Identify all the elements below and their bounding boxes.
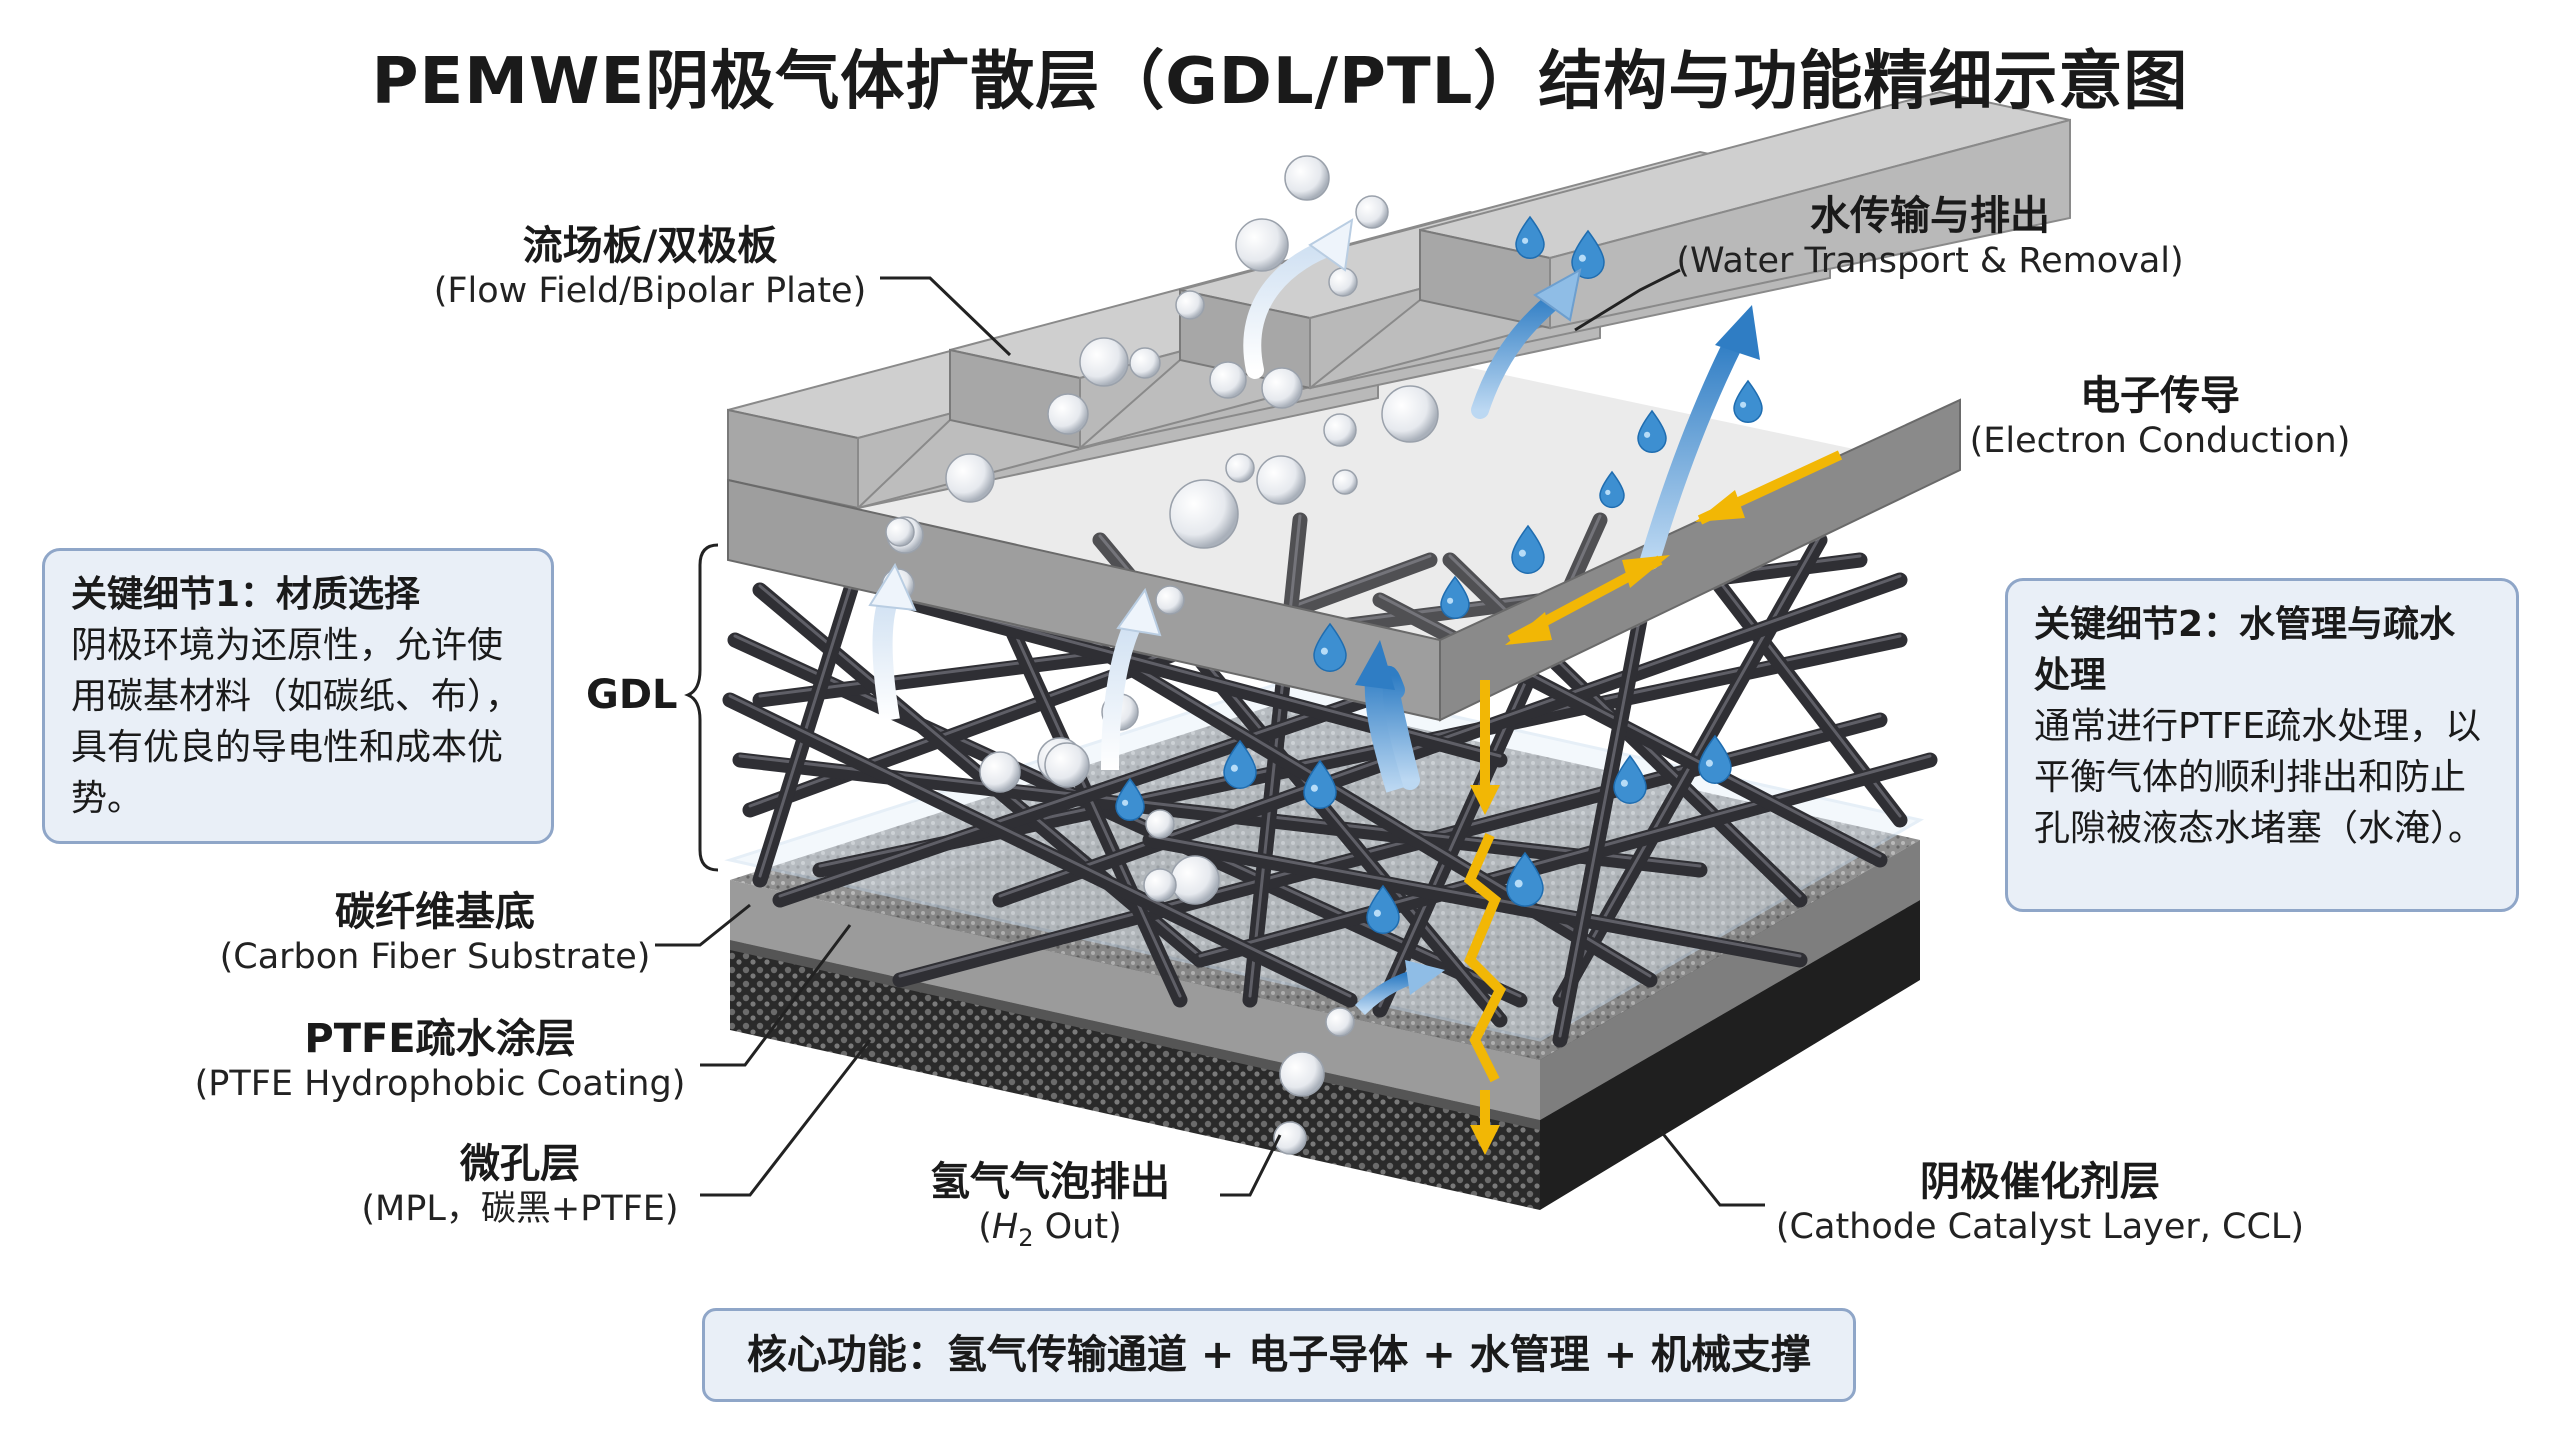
water-droplet-highlight: [1605, 489, 1611, 496]
label-water-transport: 水传输与排出 (Water Transport & Removal): [1676, 193, 2184, 281]
water-droplet-highlight: [1644, 431, 1651, 438]
hydrogen-bubble: [1225, 453, 1255, 483]
hydrogen-bubble: [1323, 413, 1357, 447]
hydrogen-bubble: [1170, 855, 1220, 905]
carbon-fiber-highlight: [1198, 754, 1932, 958]
water-droplet: [1223, 739, 1257, 789]
water-droplets: [1115, 215, 1763, 934]
hydrogen-bubble: [1261, 367, 1303, 409]
water-droplet: [1366, 884, 1400, 934]
carbon-fiber-highlight: [758, 554, 862, 878]
hydrogen-bubble: [1328, 267, 1358, 297]
page-title: PEMWE阴极气体扩散层（GDL/PTL）结构与功能精细示意图: [371, 45, 2189, 119]
hydrogen-bubble: [945, 453, 995, 503]
hydrogen-bubble: [1209, 361, 1247, 399]
water-droplet: [1440, 575, 1470, 619]
label-carbon-fiber: 碳纤维基底 (Carbon Fiber Substrate): [219, 889, 651, 977]
hydrogen-bubble: [1079, 337, 1129, 387]
water-droplet-highlight: [1447, 597, 1454, 604]
water-droplet-highlight: [1320, 647, 1328, 655]
carbon-fiber: [1142, 832, 1808, 968]
water-droplet: [1613, 754, 1647, 804]
hydrogen-bubble: [1143, 868, 1177, 902]
water-droplet-highlight: [1514, 879, 1523, 888]
water-droplet-highlight: [1740, 401, 1747, 408]
water-droplet: [1115, 777, 1145, 821]
hydrogen-bubble: [1325, 1007, 1355, 1037]
label-ptfe-coating: PTFE疏水涂层 (PTFE Hydrophobic Coating): [194, 1016, 686, 1104]
water-droplet: [1313, 622, 1347, 672]
water-droplet: [1599, 470, 1625, 509]
hydrogen-bubble: [979, 751, 1021, 793]
water-droplet-highlight: [1518, 549, 1526, 557]
leader-lines: [655, 268, 1765, 1207]
water-droplet: [1571, 229, 1605, 279]
label-h2-out: 氢气气泡排出 (H2 Out): [930, 1159, 1170, 1252]
water-droplet-highlight: [1373, 909, 1381, 917]
water-droplet: [1303, 759, 1337, 809]
water-droplet: [1511, 524, 1545, 574]
hydrogen-bubble: [1279, 1051, 1325, 1097]
carbon-fiber-highlight: [1558, 614, 1642, 1038]
detail-box-material: 关键细节1：材质选择 阴极环境为还原性，允许使用碳基材料（如碳纸、布），具有优良…: [42, 548, 554, 844]
carbon-fiber-highlight: [728, 694, 1352, 998]
water-droplet: [1515, 215, 1545, 259]
water-droplet-highlight: [1578, 254, 1586, 262]
carbon-fiber: [1192, 752, 1938, 968]
label-catalyst-layer: 阴极催化剂层 (Cathode Catalyst Layer, CCL): [1775, 1159, 2305, 1247]
hydrogen-bubble: [1381, 385, 1439, 443]
water-droplet-highlight: [1230, 764, 1238, 772]
label-electron-conduction: 电子传导 (Electron Conduction): [1969, 373, 2351, 461]
gdl-bracket: [684, 543, 719, 872]
water-droplet-highlight: [1522, 237, 1529, 244]
water-droplet-highlight: [1310, 784, 1318, 792]
core-function-box: 核心功能：氢气传输通道 + 电子导体 + 水管理 + 机械支撑: [702, 1308, 1856, 1402]
water-droplet-highlight: [1620, 779, 1628, 787]
hydrogen-bubble: [1145, 809, 1175, 839]
hydrogen-bubble: [1273, 1121, 1307, 1155]
hydrogen-bubble: [1332, 469, 1358, 495]
water-droplet-highlight: [1705, 759, 1713, 767]
detail-box-water-management: 关键细节2：水管理与疏水处理 通常进行PTFE疏水处理，以平衡气体的顺利排出和防…: [2005, 578, 2519, 912]
hydrogen-bubble: [1175, 290, 1205, 320]
label-flow-plate: 流场板/双极板 (Flow Field/Bipolar Plate): [433, 223, 867, 311]
hydrogen-bubble: [1169, 479, 1239, 549]
label-gdl: GDL: [586, 672, 678, 718]
water-droplet: [1698, 734, 1732, 784]
hydrogen-bubble: [1235, 218, 1289, 272]
hydrogen-bubble: [1284, 155, 1330, 201]
hydrogen-bubble: [885, 517, 915, 547]
carbon-fiber: [722, 692, 1358, 1008]
hydrogen-bubble: [1155, 585, 1185, 615]
hydrogen-bubble: [1129, 347, 1161, 379]
bipolar-plate: [722, 90, 2071, 722]
carbon-fiber-highlight: [1148, 834, 1802, 958]
hydrogen-bubble: [1044, 742, 1090, 788]
hydrogen-bubbles: [881, 155, 1439, 1155]
water-droplet-highlight: [1122, 799, 1129, 806]
water-droplet: [1733, 379, 1763, 423]
water-droplet: [1637, 409, 1667, 453]
water-droplet: [1506, 851, 1544, 907]
h2-arrows: [868, 218, 1760, 1016]
electron-arrows: [1463, 450, 1843, 1155]
hydrogen-bubble: [1355, 195, 1389, 229]
hydrogen-bubble: [1047, 393, 1089, 435]
hydrogen-bubble: [1256, 455, 1306, 505]
label-mpl: 微孔层 (MPL，碳黑+PTFE): [361, 1141, 679, 1229]
